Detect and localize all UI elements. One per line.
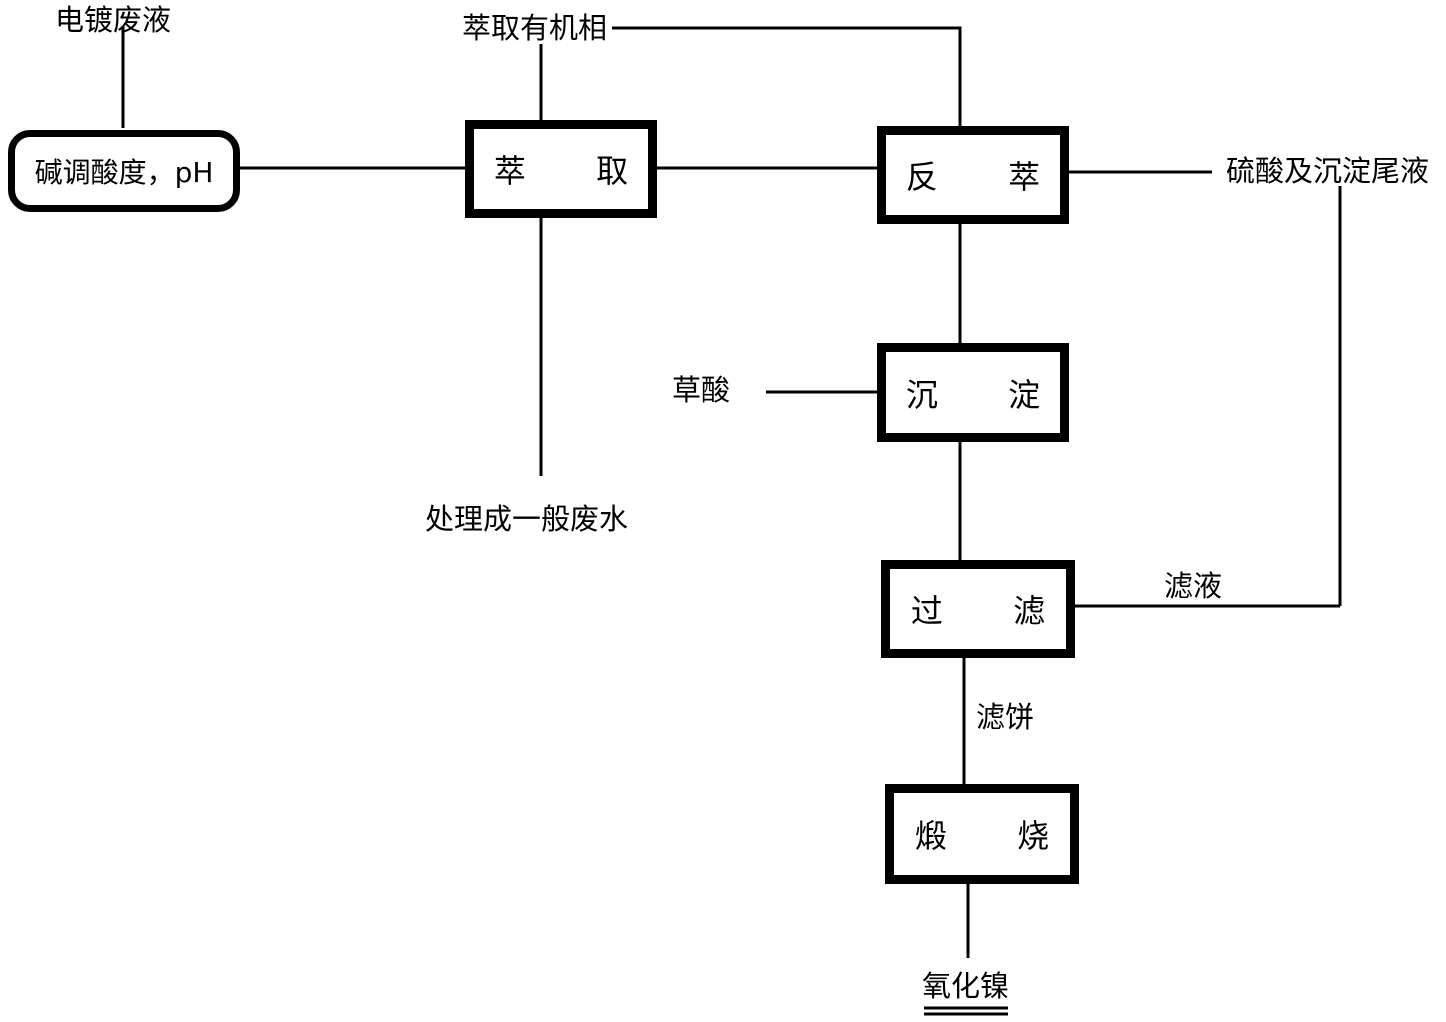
node-strip-label: 反 萃 [905,158,1071,196]
node-calcine: 煅 烧 [885,784,1079,884]
node-calcine-label: 煅 烧 [914,817,1080,855]
label-filter-cake: 滤饼 [976,700,1035,734]
node-filter-label: 过 滤 [910,592,1076,630]
line-organic-to-strip [612,26,962,128]
node-precipitate: 沉 淀 [877,343,1069,442]
label-nickel-oxide: 氧化镍 [922,969,1010,1003]
label-acid-tail: 硫酸及沉淀尾液 [1226,154,1430,188]
label-wastewater-in: 电镀废液 [55,3,172,37]
node-strip: 反 萃 [877,126,1069,224]
node-extract: 萃 取 [465,120,657,218]
label-filtrate: 滤液 [1164,569,1223,603]
node-ph-adjust-label: 碱调酸度，pH [34,156,214,189]
node-ph-adjust: 碱调酸度，pH [8,130,240,212]
label-oxalic-acid: 草酸 [672,373,731,407]
node-precipitate-label: 沉 淀 [905,375,1071,414]
node-extract-label: 萃 取 [493,152,659,190]
label-general-wastewater: 处理成一般废水 [425,502,629,536]
node-filter: 过 滤 [881,560,1075,658]
label-organic-phase: 萃取有机相 [462,11,608,45]
